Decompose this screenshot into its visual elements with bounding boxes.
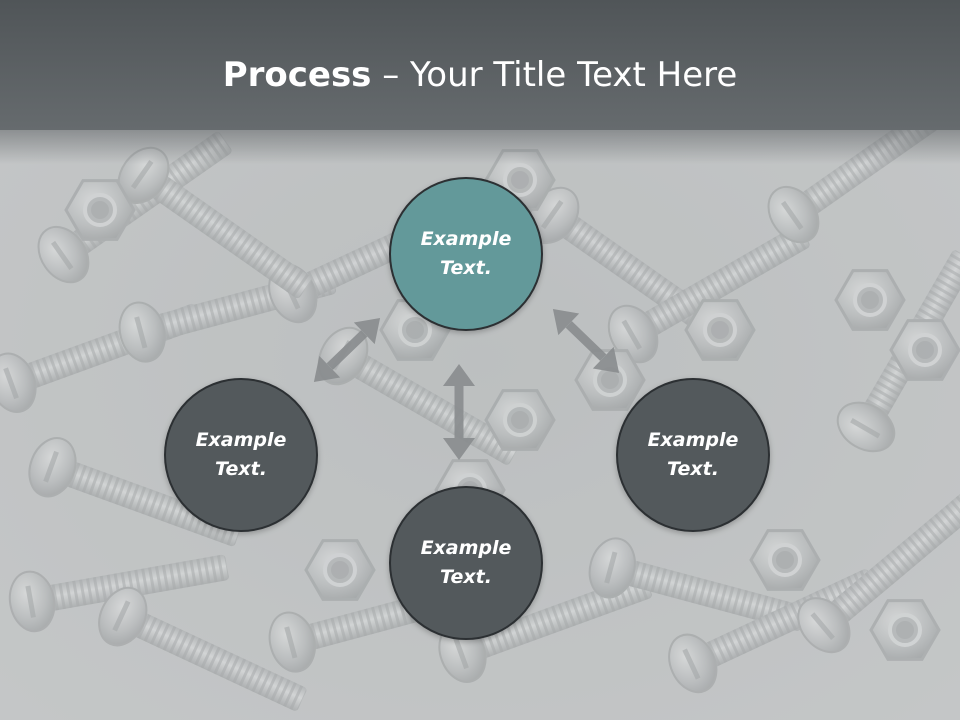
title-bold: Process <box>222 55 372 95</box>
slide-title: Process – Your Title Text Here <box>0 52 960 98</box>
process-node-top[interactable]: Example Text. <box>389 177 543 331</box>
node-label-line2: Text. <box>667 458 719 480</box>
node-label-line2: Text. <box>215 458 267 480</box>
title-rest: – Your Title Text Here <box>371 55 738 95</box>
node-label-line2: Text. <box>440 257 492 279</box>
process-node-left[interactable]: Example Text. <box>164 378 318 532</box>
node-label-line1: Example <box>195 429 287 451</box>
node-label-line1: Example <box>420 537 512 559</box>
node-label-line1: Example <box>647 429 739 451</box>
node-label-line1: Example <box>420 228 512 250</box>
title-bar: Process – Your Title Text Here <box>0 0 960 130</box>
process-node-right[interactable]: Example Text. <box>616 378 770 532</box>
title-bar-fade <box>0 130 960 164</box>
node-label-line2: Text. <box>440 566 492 588</box>
process-node-bottom[interactable]: Example Text. <box>389 486 543 640</box>
